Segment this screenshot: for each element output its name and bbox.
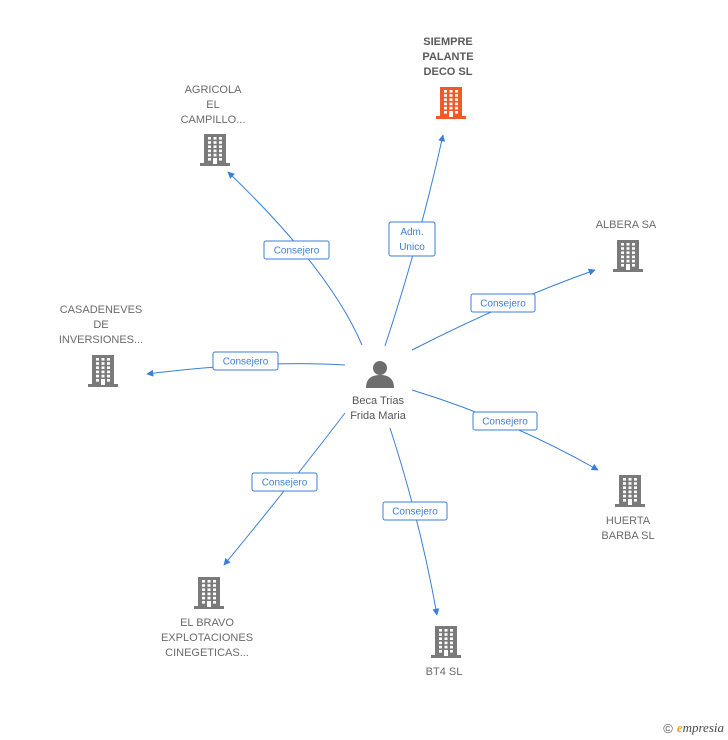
relation-label: Consejero [262,478,308,489]
brand-logo: empresia [677,720,724,736]
person-icon[interactable] [366,361,394,388]
copyright-icon: © [663,720,673,736]
company-name-line: DE [93,319,108,331]
relation-badge-huerta[interactable]: Consejero [472,411,538,431]
building-icon[interactable] [431,626,461,658]
company-name-line: SIEMPRE [423,36,473,48]
company-name-line: BT4 SL [426,666,463,678]
brand-rest: mpresia [682,720,724,735]
relation-badge-elbravo[interactable]: Consejero [251,472,318,492]
company-name-line: BARBA SL [601,530,654,542]
edge-elbravo: Consejero [223,412,346,566]
building-icon[interactable] [613,240,643,272]
relation-badge-casadeneves[interactable]: Consejero [212,351,279,371]
company-name-line: ALBERA SA [596,219,657,231]
company-name-line: EXPLOTACIONES [161,632,253,644]
building-icon[interactable] [436,87,466,119]
building-icon[interactable] [194,577,224,609]
company-name-line: CINEGETICAS... [165,647,249,659]
relation-label: Consejero [480,299,526,310]
relation-label: Adm. [400,227,423,238]
relation-label: Consejero [482,417,528,428]
company-name-line: EL [206,99,219,111]
company-node-bt4[interactable]: BT4 SL [426,626,463,678]
company-name-line: DECO SL [424,66,473,78]
relation-label: Consejero [392,507,438,518]
edge-agricola: Consejero [227,171,363,346]
edge-siempre: Adm. Unico [384,134,446,347]
company-name-line: AGRICOLA [185,84,243,96]
company-name-line: EL BRAVO [180,617,234,629]
nodes-layer: SIEMPRE PALANTE DECO SL AGRICOLA EL CAMPILLO.… [59,36,657,678]
relation-badge-agricola[interactable]: Consejero [263,240,330,260]
building-icon[interactable] [88,355,118,387]
company-node-albera[interactable]: ALBERA SA [596,219,657,272]
relation-label: Unico [399,242,425,253]
footer-brand: © empresia [663,720,724,736]
company-node-elbravo[interactable]: EL BRAVO EXPLOTACIONES CINEGETICAS... [161,577,253,659]
edges-layer: Adm.UnicoConsejeroConsejeroConsejeroCons… [146,134,599,616]
relation-label: Consejero [274,246,320,257]
company-node-casadeneves[interactable]: CASADENEVES DE INVERSIONES... [59,304,143,387]
relation-label: Consejero [223,357,269,368]
company-name-line: INVERSIONES... [59,334,143,346]
edge-huerta: Consejero [411,389,599,471]
building-icon[interactable] [615,475,645,507]
company-name-line: HUERTA [606,515,651,527]
edge-line-bt4 [389,427,440,616]
relation-badge-bt4[interactable]: Consejero [382,501,448,521]
company-node-huerta[interactable]: HUERTA BARBA SL [601,475,655,542]
company-node-agricola[interactable]: AGRICOLA EL CAMPILLO... [181,84,246,166]
brand-initial: e [676,720,683,735]
company-node-siempre[interactable]: SIEMPRE PALANTE DECO SL [422,36,474,119]
company-name-line: PALANTE [422,51,473,63]
company-name-line: CASADENEVES [60,304,143,316]
edge-bt4: Consejero [382,427,448,616]
relation-badge-siempre[interactable]: Adm. Unico [388,221,436,257]
edge-albera: Consejero [411,268,596,351]
building-icon[interactable] [200,134,230,166]
company-name-line: CAMPILLO... [181,114,246,126]
edge-line-agricola [227,171,363,346]
edge-casadeneves: Consejero [146,351,346,377]
relation-badge-albera[interactable]: Consejero [470,293,536,313]
person-name-line: Beca Trias [352,395,404,407]
person-name-line: Frida Maria [350,410,407,422]
